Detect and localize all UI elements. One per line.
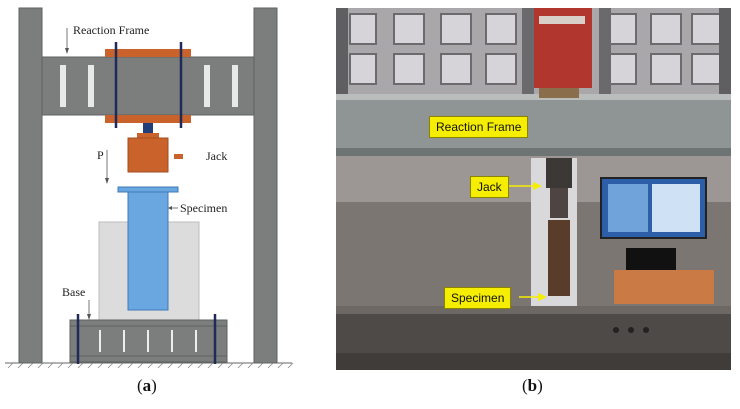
label-specimen: Specimen [180, 201, 227, 215]
test-setup-photo [336, 8, 731, 370]
label-p: P [97, 148, 104, 162]
specimen-top-plate [117, 186, 179, 193]
annotation-specimen: Specimen [168, 201, 227, 215]
ground [5, 362, 294, 369]
test-setup-schematic: Reaction Frame P Jack Specimen Base [5, 7, 294, 369]
label-base: Base [62, 285, 85, 299]
anchor-bolts [76, 314, 217, 364]
caption-a: (a) [137, 376, 157, 395]
tag-jack: Jack [470, 176, 509, 198]
monitor [626, 248, 676, 273]
tie-rods [114, 42, 183, 128]
desk [614, 270, 714, 304]
photo-specimen [548, 220, 570, 296]
photo-pointers [504, 181, 547, 302]
annotation-reaction-frame: Reaction Frame [65, 23, 149, 54]
schematic-panel: Reaction Frame P Jack Specimen Base (a) [0, 0, 310, 404]
jack [127, 137, 169, 173]
top-plate [105, 49, 191, 57]
photo-base [336, 306, 731, 370]
photo-reaction-beam [336, 94, 731, 156]
reaction-frame-beam [41, 56, 255, 116]
annotation-load-p: P [97, 148, 109, 184]
right-column [253, 7, 278, 364]
annotation-base: Base [62, 285, 91, 320]
specimen [127, 191, 169, 311]
jack-head [137, 133, 159, 138]
jack-handle [174, 154, 183, 159]
tag-specimen: Specimen [444, 287, 512, 309]
label-reaction-frame: Reaction Frame [73, 23, 149, 37]
photo-jack [539, 88, 579, 218]
tag-reaction-frame: Reaction Frame [429, 116, 529, 138]
label-jack: Jack [206, 149, 227, 163]
monitor-wall [600, 177, 707, 239]
caption-b: (b) [522, 376, 543, 395]
photo-panel: Reaction Frame Jack Specimen [336, 8, 731, 370]
bottom-plate [105, 115, 191, 123]
base [69, 319, 228, 363]
load-cell [143, 123, 153, 133]
left-column [18, 7, 43, 364]
